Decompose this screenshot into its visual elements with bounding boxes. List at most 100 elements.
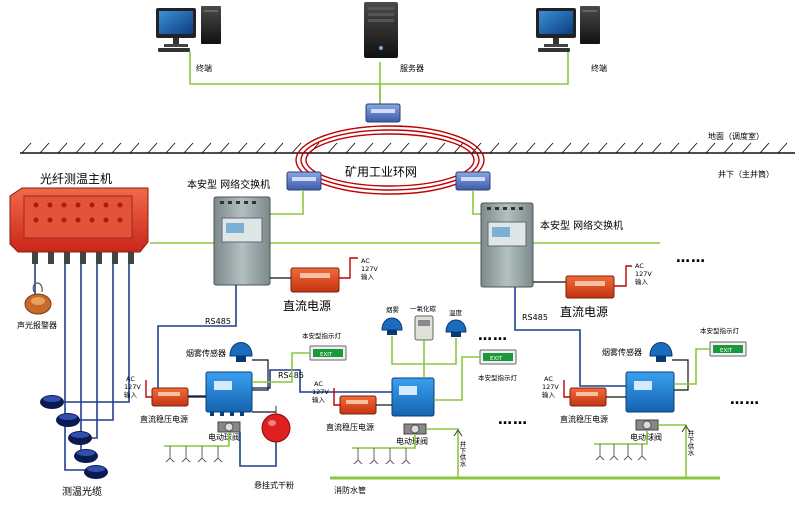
fiber-host-icon (9, 187, 149, 264)
ac-b-line2: 127V (312, 388, 329, 396)
smoke-a-wire (252, 359, 269, 391)
server-label: 服务器 (400, 63, 424, 73)
ac-right-line2: 127V (635, 270, 652, 278)
smoke-a-label: 烟雾传感器 (186, 348, 226, 358)
regulator-b-ac (333, 388, 340, 406)
indicator-c-wire (674, 348, 710, 385)
indicator-b-wire (434, 356, 480, 401)
ac-c-line3: 输入 (542, 390, 556, 399)
powder-label: 悬挂式干粉 (254, 480, 294, 490)
smoke-b-label: 烟雾 (386, 305, 400, 314)
water-pipe-label: 消防水管 (334, 485, 366, 495)
indicator-a-label: 本安型指示灯 (302, 331, 342, 340)
dc-power-right-icon (565, 275, 615, 299)
ac-left-line2: 127V (361, 265, 378, 273)
indicator-a-icon: EXIT (309, 345, 347, 361)
rs485-label-c: RS485 (522, 313, 548, 322)
powder-line (239, 432, 277, 467)
ring-node-top-icon (365, 103, 401, 123)
controller-a-icon (205, 371, 253, 416)
ring-node-left-icon (286, 171, 322, 191)
temperature-label: 温度 (449, 308, 463, 317)
smoke-c-label: 烟雾传感器 (602, 347, 642, 357)
valve-b-label: 电动球阀 (396, 436, 428, 446)
regulator-c-icon (569, 387, 607, 407)
terminal-left-computer-icon (156, 6, 221, 52)
terminal-left-link (189, 52, 381, 108)
host-label: 光纤测温主机 (40, 172, 112, 186)
ring-to-switch-left (268, 190, 304, 215)
valve-b-icon (403, 423, 427, 435)
ac-left-line3: 输入 (361, 272, 375, 281)
well-water-b-pipe (426, 428, 459, 478)
smoke-sensor-c-icon (649, 342, 673, 362)
indicator-c-label: 本安型指示灯 (700, 326, 740, 335)
well-water-c-pipe (658, 424, 687, 478)
regulator-b-label: 直流稳压电源 (326, 422, 374, 432)
indicator-c-exit-text: EXIT (720, 348, 733, 354)
rs485-label-a: RS485 (205, 317, 231, 326)
underground-label: 井下（主井筒） (718, 169, 774, 179)
terminal-right-label: 终端 (591, 63, 607, 73)
ellipsis-sensors: …… (478, 328, 508, 344)
ac-left-line1: AC (361, 257, 370, 265)
alarm-label: 声光报警器 (17, 320, 57, 330)
co-sensor-icon (414, 315, 434, 341)
smoke-sensor-b-icon (381, 317, 403, 335)
smoke-sensor-a-icon (229, 342, 253, 362)
regulator-a-ac (145, 380, 152, 398)
smoke-c-wire (672, 359, 689, 391)
rs485-line-c (514, 287, 626, 387)
ellipsis-bus: …… (676, 250, 706, 266)
ac-a-line2: 127V (124, 383, 141, 391)
sensor-b-wires (391, 336, 457, 378)
rs485-line-b (232, 369, 392, 393)
well-water-b-label: 井下供水 (458, 440, 466, 468)
valve-a-label: 电动球阀 (208, 432, 240, 442)
ellipsis-lower: …… (498, 412, 528, 428)
cable-reel-icons (40, 395, 108, 479)
ring-node-right-icon (455, 171, 491, 191)
regulator-b-icon (339, 395, 377, 415)
indicator-c-icon: EXIT (709, 341, 747, 357)
ground-label: 地面（调度室） (708, 131, 764, 141)
ac-a-line3: 输入 (124, 390, 138, 399)
regulator-c-label: 直流稳压电源 (560, 414, 608, 424)
sprinklers-c (595, 444, 647, 461)
rs485-label-b: RS485 (278, 371, 304, 380)
regulator-c-ac (563, 380, 570, 398)
ground-line (20, 142, 795, 154)
dc-power-right-label: 直流电源 (560, 305, 608, 319)
terminal-right-link (380, 52, 569, 85)
dc-power-left-label: 直流电源 (283, 299, 331, 313)
ac-b-line1: AC (314, 380, 323, 388)
valve-c-pipe (594, 430, 648, 445)
switch-right-label: 本安型 网络交换机 (540, 219, 623, 232)
server-icon (364, 2, 398, 58)
indicator-b-label: 本安型指示灯 (478, 373, 518, 382)
well-water-c-arrow (681, 425, 691, 433)
co-label: 一氧化碳 (410, 304, 437, 313)
terminal-right-computer-icon (536, 6, 600, 52)
dc-power-left-icon (290, 267, 340, 293)
switch-left-icon (213, 196, 271, 286)
indicator-a-wire (252, 352, 310, 383)
valve-b-pipe (352, 434, 416, 449)
ac-c-line2: 127V (542, 383, 559, 391)
terminal-left-label: 终端 (196, 63, 212, 73)
well-water-b-arrow (453, 429, 463, 437)
switch-right-icon (480, 202, 534, 288)
ac-c-line1: AC (544, 375, 553, 383)
well-water-c-label: 井下供水 (686, 429, 694, 457)
indicator-a-exit-text: EXIT (320, 352, 333, 358)
ac-a-line1: AC (126, 375, 135, 383)
valve-a-icon (217, 421, 241, 433)
regulator-a-label: 直流稳压电源 (140, 414, 188, 424)
switch-left-label: 本安型 网络交换机 (187, 178, 270, 191)
ring-network (295, 125, 485, 195)
indicator-b-icon: EXIT (479, 349, 517, 365)
indicator-b-exit-text: EXIT (490, 356, 503, 362)
ac-right-line1: AC (635, 262, 644, 270)
